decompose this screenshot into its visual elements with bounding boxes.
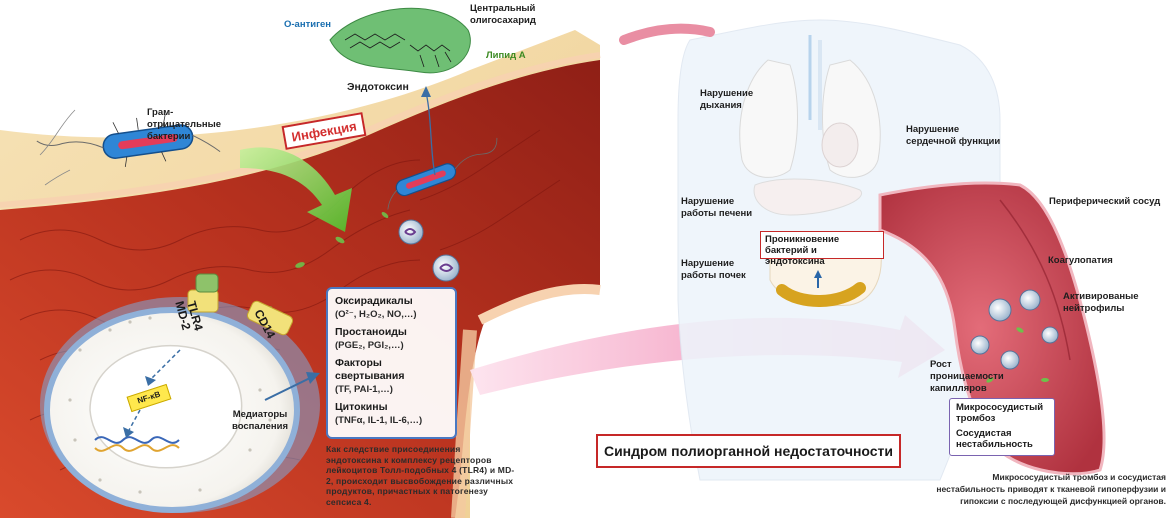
label-permeability: Рост проницаемости капилляров bbox=[930, 359, 1004, 394]
label-liver: Нарушение работы печени bbox=[681, 196, 753, 219]
left-caption: Как следствие присоединения эндотоксина … bbox=[326, 444, 515, 507]
lps-molecule bbox=[329, 7, 471, 74]
label-coagulopathy: Коагулопатия bbox=[1048, 255, 1113, 266]
leukocyte-2 bbox=[432, 254, 460, 282]
label-cardiac: Нарушение сердечной функции bbox=[906, 124, 1001, 147]
product-oxyradicals: Оксирадикалы (O²⁻, H₂O₂, NO,…) bbox=[335, 295, 417, 320]
label-vascular-instability: Сосудистая нестабильность bbox=[956, 428, 1033, 450]
cd14-receptor bbox=[246, 300, 294, 336]
label-gram-negative: Грам-отрицательные бактерии bbox=[147, 107, 222, 142]
product-prostanoids: Простаноиды (PGE₂, PGI₂,…) bbox=[335, 326, 407, 351]
label-peripheral-vessel: Периферический сосуд bbox=[1049, 196, 1161, 207]
bacterium-in-tissue bbox=[387, 137, 498, 210]
dna-helix bbox=[94, 436, 180, 452]
infection-arrow bbox=[240, 147, 352, 232]
label-kidney: Нарушение работы почек bbox=[681, 258, 746, 281]
micro-box: Микрососудистый тромбоз Сосудистая неста… bbox=[949, 398, 1055, 456]
product-coagulation-factors: Факторы свертывания (TF, PAI-1,…) bbox=[335, 357, 405, 395]
label-mediators: Медиаторы воспаления bbox=[231, 409, 288, 432]
bacterium-free bbox=[36, 113, 221, 168]
syndrome-title: Синдром полиорганной недостаточности bbox=[596, 434, 901, 468]
label-micro-thrombosis: Микрососудистый тромбоз bbox=[956, 402, 1044, 424]
label-o-antigen: О-антиген bbox=[284, 19, 332, 30]
products-box: Оксирадикалы (O²⁻, H₂O₂, NO,…) Простанои… bbox=[326, 287, 457, 439]
penetration-box: Проникновение бактерий и эндотоксина bbox=[760, 231, 884, 267]
right-caption: Микрососудистый тромбоз и сосудистая нес… bbox=[936, 472, 1166, 506]
liver bbox=[753, 178, 863, 216]
label-activated-neutrophils: Активированые нейтрофилы bbox=[1063, 291, 1139, 314]
label-central-oligosaccharide: Центральный олигосахарид bbox=[470, 3, 536, 26]
product-cytokines: Цитокины (TNFα, IL-1, IL-6,…) bbox=[335, 401, 423, 426]
leukocyte-1 bbox=[398, 219, 424, 245]
label-lipid-a: Липид А bbox=[486, 50, 526, 61]
heart bbox=[821, 122, 859, 168]
label-endotoxin: Эндотоксин bbox=[347, 81, 409, 93]
label-respiratory: Нарушение дыхания bbox=[700, 88, 754, 111]
